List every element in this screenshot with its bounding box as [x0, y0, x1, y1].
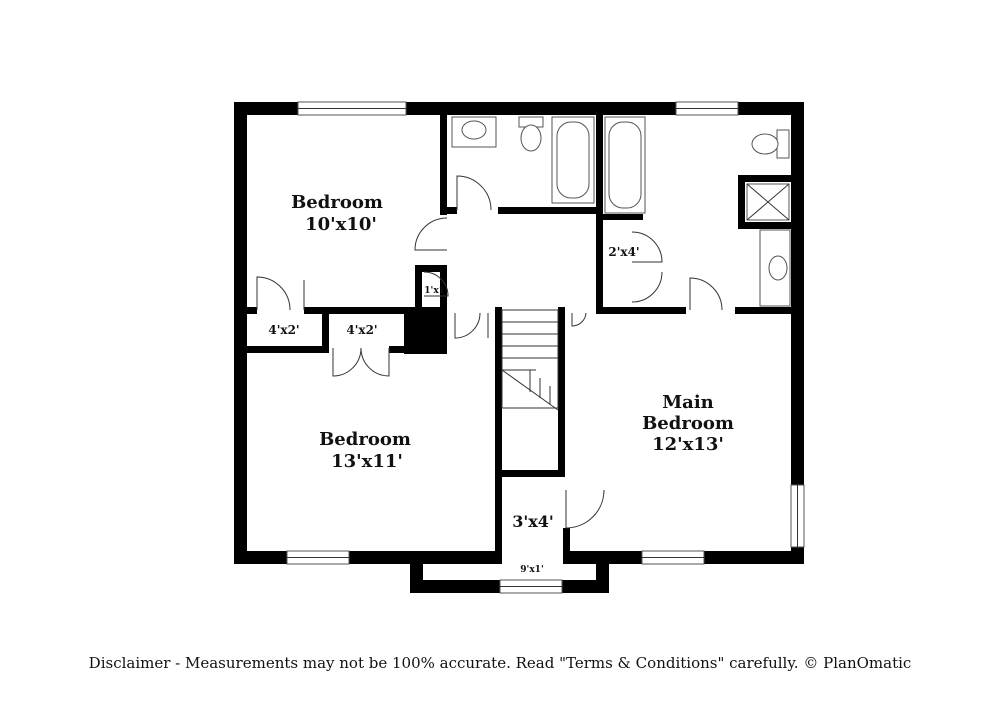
main-bedroom-name-1: Main [662, 392, 714, 413]
main-closet-size: 2'x4' [608, 245, 639, 259]
staircase [501, 309, 559, 411]
landing-size: 3'x4' [512, 512, 554, 531]
bedroom-top-name: Bedroom [291, 192, 383, 213]
linen-closet-size: 1'x1' [424, 286, 447, 296]
interior-walls [247, 115, 795, 558]
windows [286, 101, 805, 594]
main-bedroom-size: 12'x13' [652, 434, 724, 455]
disclaimer-text: Disclaimer - Measurements may not be 100… [88, 654, 912, 672]
closet-left-1-size: 4'x2' [268, 323, 299, 337]
bedroom-top-size: 10'x10' [305, 214, 377, 235]
doors [256, 175, 723, 529]
closet-left-2-size: 4'x2' [346, 323, 377, 337]
bedroom-bottom-size: 13'x11' [331, 451, 403, 472]
main-bedroom-name-2: Bedroom [642, 413, 734, 434]
nook-size: 9'x1' [520, 565, 543, 575]
bathroom-fixtures [451, 116, 791, 307]
bedroom-bottom-name: Bedroom [319, 429, 411, 450]
